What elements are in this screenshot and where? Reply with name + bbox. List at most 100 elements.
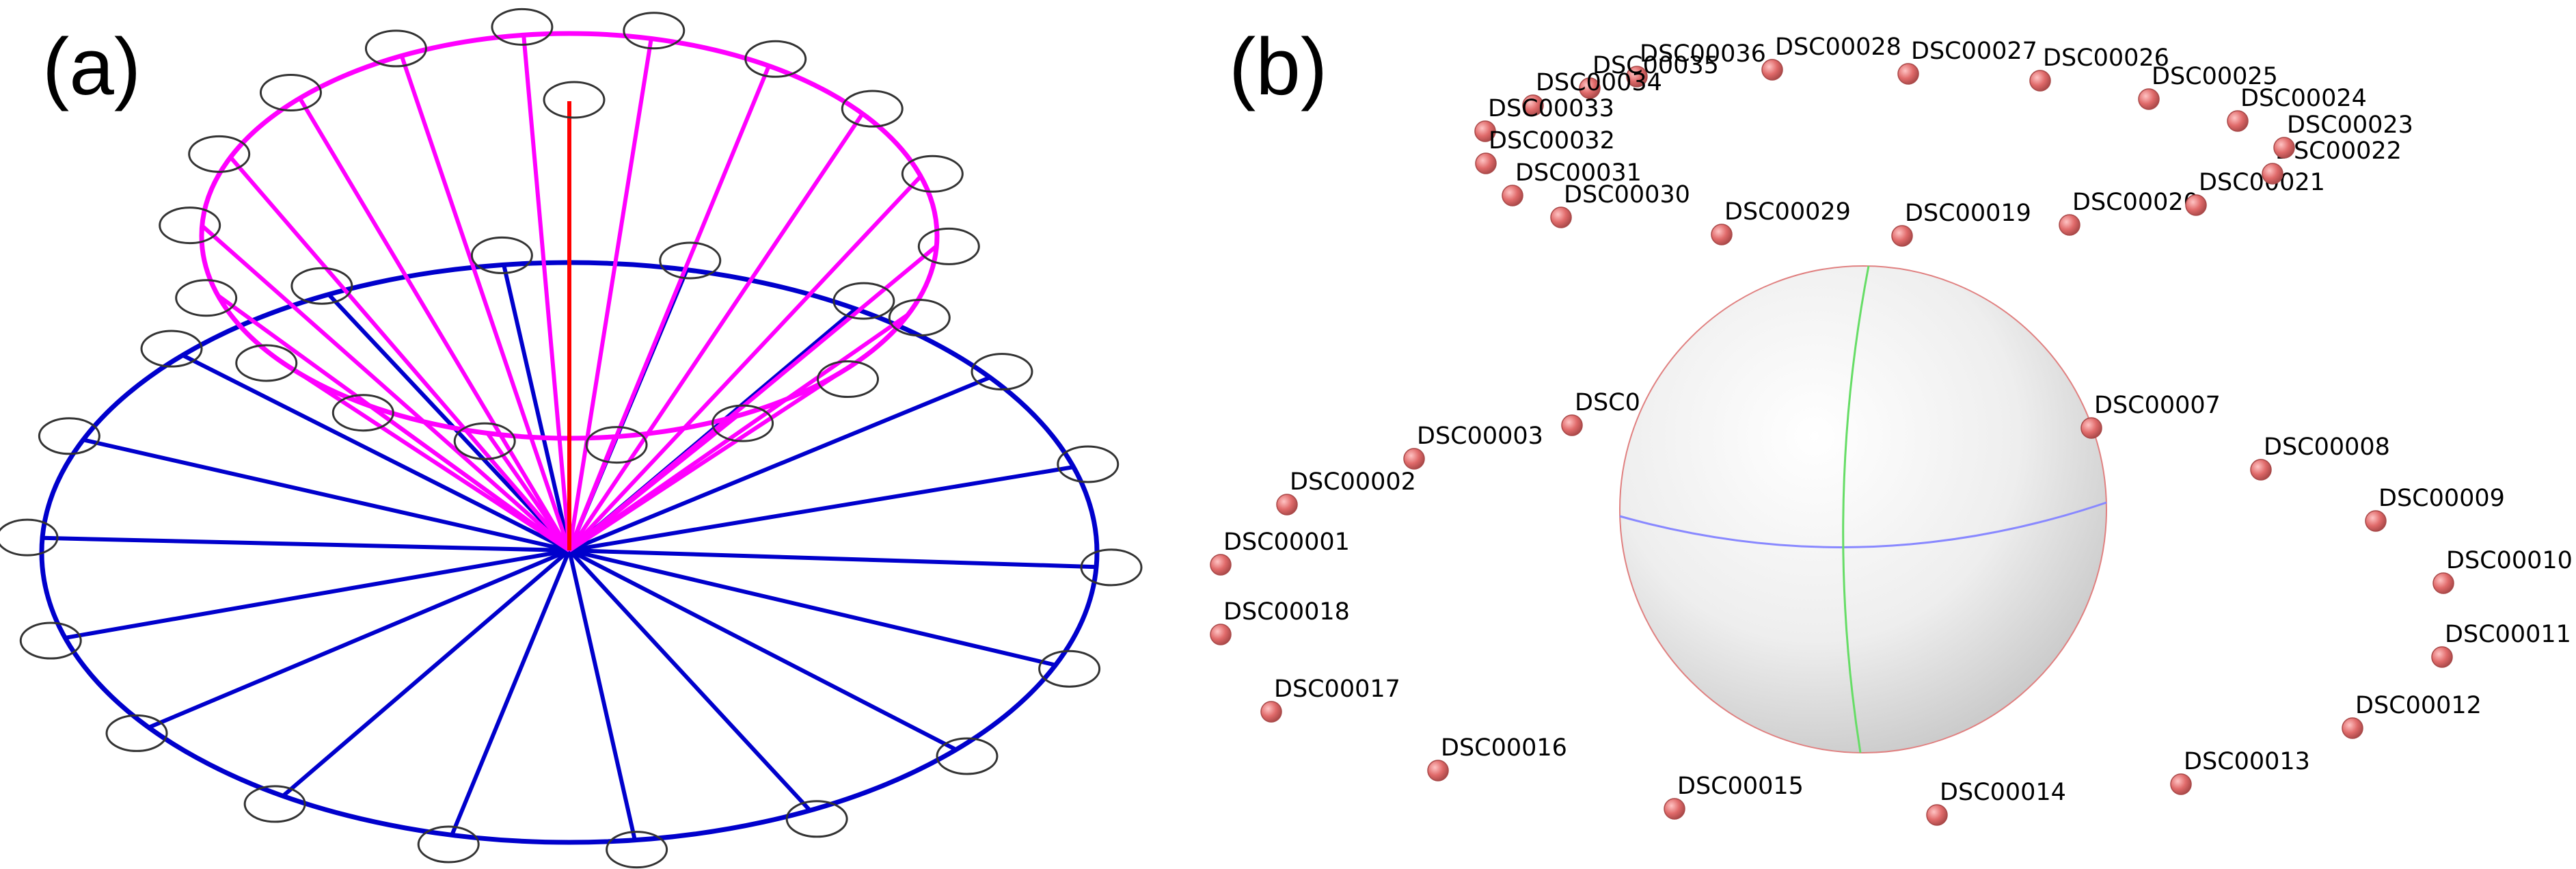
lower-spoke: [502, 264, 571, 551]
camera-marker: [841, 90, 904, 128]
camera-marker: [417, 825, 480, 864]
camera-marker: [0, 518, 59, 557]
camera-point: [2273, 137, 2295, 159]
camera-marker: [901, 155, 964, 193]
camera-point: [1403, 448, 1425, 470]
camera-label: DSC00001: [1223, 529, 1350, 556]
camera-marker: [585, 426, 648, 464]
camera-point: [1626, 66, 1648, 88]
camera-marker: [936, 737, 999, 775]
camera-label: DSC00033: [1488, 95, 1614, 122]
camera-label: DSC00018: [1223, 598, 1350, 626]
camera-marker: [188, 135, 251, 173]
upper-spoke: [275, 356, 571, 552]
lower-spoke: [568, 548, 958, 752]
camera-point: [2080, 417, 2102, 439]
upper-spoke: [567, 38, 653, 551]
upper-spoke: [200, 224, 571, 552]
camera-point: [2227, 110, 2249, 132]
lower-spoke: [181, 353, 571, 552]
panel-b-label: (b): [1229, 22, 1327, 112]
camera-label: DSC00023: [2287, 111, 2413, 139]
camera-point: [2342, 717, 2363, 739]
camera-marker: [711, 404, 774, 442]
camera-point: [2059, 214, 2080, 236]
camera-marker: [259, 73, 322, 111]
camera-markers: [0, 8, 1143, 869]
object-sphere: [1619, 265, 2107, 753]
camera-label: DSC00025: [2152, 63, 2278, 90]
camera-marker: [453, 422, 516, 460]
camera-point: [1761, 59, 1783, 81]
camera-label: DSC00016: [1441, 734, 1567, 762]
sphere-equator: [1619, 501, 2107, 548]
camera-point: [1550, 206, 1572, 228]
upper-spoke: [568, 414, 739, 552]
lower-spoke: [82, 438, 570, 552]
camera-marker: [364, 29, 427, 68]
camera-label: DSC00015: [1677, 773, 1804, 800]
camera-point: [1522, 94, 1544, 116]
sphere-body: [1619, 265, 2107, 753]
camera-label: DSC00031: [1515, 159, 1642, 187]
camera-marker: [817, 360, 880, 399]
camera-label: DSC00022: [2275, 137, 2402, 165]
lower-spoke: [569, 548, 1097, 570]
camera-point: [1276, 494, 1298, 516]
camera-point: [1891, 225, 1913, 247]
lower-ring-spokes: [42, 264, 1097, 841]
lower-spoke: [567, 548, 812, 812]
camera-point: [1475, 152, 1497, 174]
lower-spoke: [450, 549, 571, 836]
upper-spoke: [229, 156, 571, 552]
camera-marker: [832, 282, 895, 320]
lower-spoke: [327, 293, 571, 552]
camera-point: [1427, 760, 1449, 781]
lower-spoke: [148, 548, 571, 730]
camera-label: DSC00014: [1940, 779, 2066, 806]
camera-marker: [785, 800, 848, 838]
camera-marker: [175, 279, 238, 317]
camera-marker: [105, 714, 168, 752]
camera-marker: [331, 394, 394, 432]
camera-marker: [623, 12, 686, 50]
camera-label: DSC00020: [2072, 189, 2199, 216]
camera-label: DSC00034: [1536, 69, 1662, 96]
camera-marker: [235, 344, 298, 382]
camera-label: DSC00028: [1775, 34, 1901, 61]
camera-marker: [971, 353, 1033, 391]
camera-label: DSC00013: [2184, 748, 2310, 775]
sphere-meridian: [1842, 265, 1870, 753]
camera-label: DSC00007: [2094, 392, 2221, 419]
camera-marker: [606, 831, 668, 869]
camera-label: DSC00032: [1489, 127, 1615, 155]
camera-marker: [243, 785, 306, 823]
camera-label: DSC00036: [1640, 40, 1766, 68]
camera-marker: [1057, 445, 1120, 483]
camera-marker: [917, 227, 980, 265]
camera-point: [2262, 163, 2283, 185]
camera-label: DSC00002: [1290, 468, 1416, 496]
camera-marker: [1080, 548, 1143, 587]
camera-marker: [19, 621, 82, 660]
camera-point: [1474, 120, 1496, 142]
camera-label: DSC00035: [1592, 52, 1719, 79]
lower-spoke: [569, 548, 1057, 667]
camera-marker: [140, 330, 203, 368]
camera-point: [2029, 70, 2051, 92]
lower-spoke: [42, 535, 570, 552]
camera-label: DSC00026: [2043, 44, 2169, 72]
camera-point: [2138, 88, 2160, 110]
camera-point: [2431, 646, 2453, 668]
camera-label: DSC00029: [1724, 198, 1851, 226]
camera-label: DSC00003: [1417, 423, 1543, 450]
camera-point: [1502, 185, 1523, 206]
camera-marker: [38, 417, 100, 455]
camera-marker: [1038, 650, 1101, 688]
camera-point: [1561, 414, 1583, 436]
lower-spoke: [567, 550, 637, 841]
camera-point: [2365, 510, 2387, 532]
upper-spoke: [298, 97, 571, 552]
upper-spoke: [399, 55, 571, 551]
